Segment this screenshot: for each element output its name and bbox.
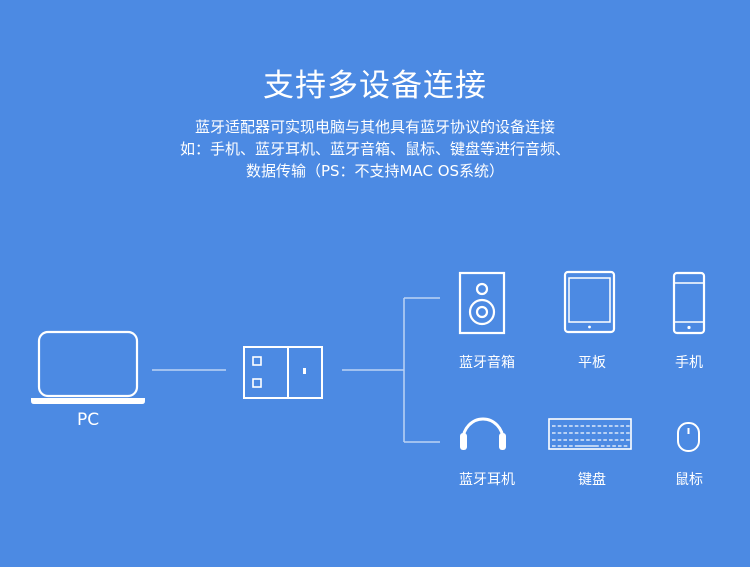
description-line-3: 数据传输（PS：不支持MAC OS系统） <box>245 162 505 180</box>
device-label-speaker: 蓝牙音箱 <box>459 355 515 371</box>
headphones-icon <box>460 417 506 450</box>
keyboard-icon <box>548 418 632 450</box>
description-line-2: 如：手机、蓝牙耳机、蓝牙音箱、鼠标、键盘等进行音频、 <box>179 140 570 158</box>
mouse-icon <box>677 422 700 452</box>
device-label-tablet: 平板 <box>578 355 606 371</box>
keyboard-keys <box>552 425 630 447</box>
usb-adapter-icon <box>243 346 323 399</box>
device-label-keyboard: 键盘 <box>578 472 606 488</box>
device-label-headphones: 蓝牙耳机 <box>459 472 515 488</box>
description-line-1: 蓝牙适配器可实现电脑与其他具有蓝牙协议的设备连接 <box>194 118 555 136</box>
pc-label: PC <box>76 410 100 430</box>
speaker-icon <box>458 271 506 335</box>
laptop-icon <box>31 330 145 404</box>
phone-icon <box>672 271 706 335</box>
description: 蓝牙适配器可实现电脑与其他具有蓝牙协议的设备连接 如：手机、蓝牙耳机、蓝牙音箱、… <box>0 116 750 182</box>
page-title: 支持多设备连接 <box>263 68 487 104</box>
device-label-phone: 手机 <box>675 355 703 371</box>
device-label-mouse: 鼠标 <box>675 472 703 488</box>
connector-lines <box>152 297 440 443</box>
tablet-icon <box>563 270 616 334</box>
